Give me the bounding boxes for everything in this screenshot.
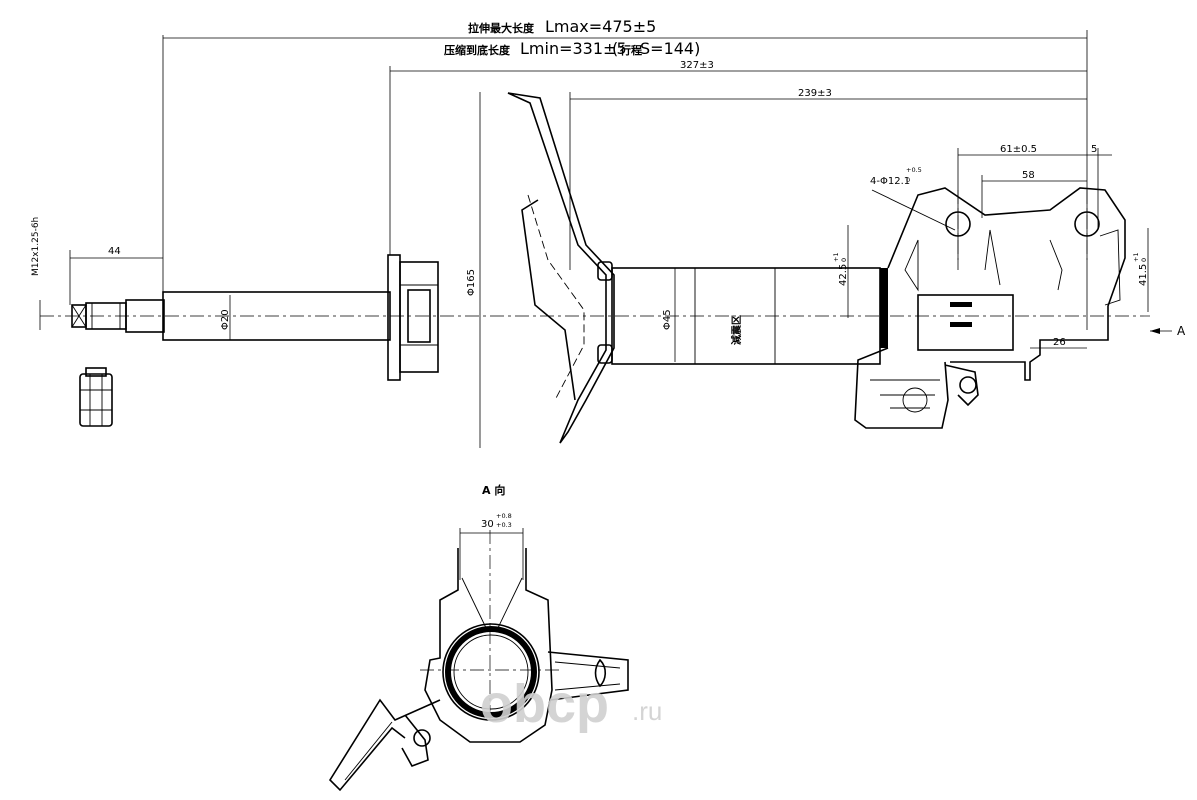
watermark: obcp .ru (480, 674, 662, 734)
dim-30-tol-upper: +0.8 (496, 512, 512, 520)
dim-41-5-tol-upper: +1 (1132, 252, 1140, 262)
bump-zone-label: 減震区 (730, 315, 743, 345)
dim-30-label: 30 (481, 519, 494, 530)
lmin-prefix: 压缩到底长度 (444, 43, 511, 57)
dimension-lines (39, 30, 1172, 448)
lmax-label: Lmax=475±5 (545, 17, 656, 36)
lmin-label: Lmin=331±5 (520, 39, 627, 58)
dim-41-5-tol-lower: 0 (1140, 258, 1148, 262)
stroke-cjk: 行程 (619, 43, 642, 57)
watermark-brand: obcp (480, 674, 609, 734)
dim-42-5-tol-upper: +1 (832, 252, 840, 262)
dia165-label: Φ165 (466, 269, 477, 296)
thread-label: M12x1.25-6h (31, 217, 41, 276)
centerlines (40, 190, 1150, 720)
holes-label: 4-Φ12.1 (870, 176, 910, 187)
dimension-labels: 拉伸最大长度 Lmax=475±5 压缩到底长度 Lmin=331±5 ( 行程… (31, 17, 1186, 348)
dim-41-5-label: 41.5 (1138, 264, 1149, 286)
stroke-label: S=144) (640, 39, 700, 58)
view-a-title: A 向 (482, 483, 505, 497)
dim-58-label: 58 (1022, 170, 1035, 181)
dim-44-label: 44 (108, 246, 121, 257)
dim-5-label: 5 (1091, 144, 1097, 155)
dim-30-tol-lower: +0.3 (496, 521, 512, 529)
dim-42-5-label: 42.5 (838, 264, 849, 286)
stroke-paren: ( (612, 39, 618, 58)
upper-cap (387, 254, 439, 381)
top-nut (79, 367, 113, 427)
lmax-prefix: 拉伸最大长度 (468, 21, 535, 35)
dim-42-5-tol-lower: 0 (840, 258, 848, 262)
watermark-tld: .ru (632, 696, 662, 726)
dim-61-label: 61±0.5 (1000, 144, 1037, 155)
dia45-label: Φ45 (662, 309, 673, 330)
spring-seat (507, 92, 615, 444)
dim-26-label: 26 (1053, 337, 1066, 348)
holes-tol-lower: 0 (906, 176, 910, 184)
holes-tol-upper: +0.5 (906, 166, 922, 174)
view-a: A 向 30 +0.8 +0.3 (328, 483, 629, 792)
view-marker-label: A (1177, 324, 1186, 338)
dia20-label: Φ20 (220, 309, 231, 330)
dim-327-label: 327±3 (680, 60, 714, 71)
knuckle-bracket (854, 187, 1126, 429)
dim-239-label: 239±3 (798, 88, 832, 99)
